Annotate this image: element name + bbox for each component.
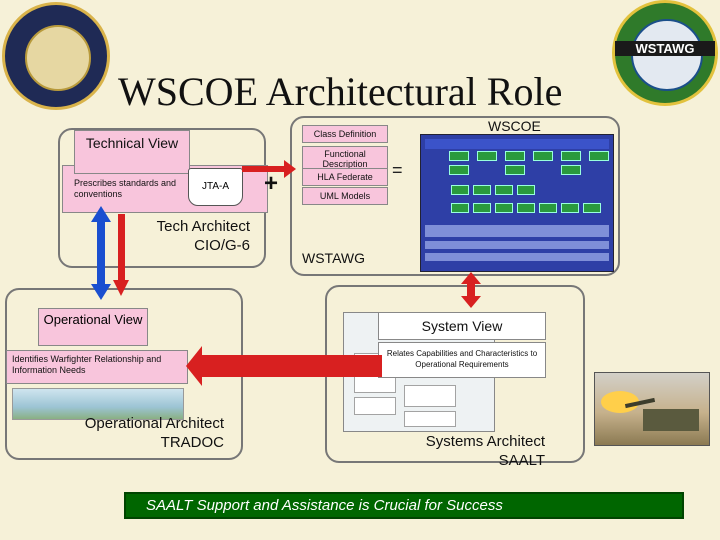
system-view-label: System View — [378, 312, 546, 340]
hla-federate-box: HLA Federate — [302, 168, 388, 186]
operational-view-label: Operational View — [38, 308, 148, 346]
tech-architect-label: Tech Architect CIO/G-6 — [130, 217, 250, 255]
technical-prescribes-text: Prescribes standards and conventions — [74, 178, 177, 199]
wstawg-seal-label: WSTAWG — [615, 41, 715, 56]
plus-sign: + — [264, 170, 279, 197]
systems-architect-org: SAALT — [498, 452, 545, 469]
artillery-photo — [594, 372, 710, 446]
wscoe-system-red-arrow — [461, 272, 481, 308]
tech-ops-red-arrow — [113, 214, 129, 296]
tech-wscoe-red-arrow — [242, 160, 296, 178]
operational-architect-role: Operational Architect — [84, 415, 224, 432]
page-title: WSCOE Architectural Role — [118, 69, 563, 114]
army-seal-icon — [2, 2, 110, 110]
operational-view-box — [6, 350, 188, 384]
operational-architect-label: Operational Architect TRADOC — [52, 414, 224, 452]
architecture-chart-image — [420, 134, 614, 272]
operational-scene-image — [12, 388, 184, 420]
tech-ops-blue-arrow — [91, 206, 111, 300]
equals-sign: = — [392, 160, 403, 180]
class-definition-box: Class Definition — [302, 125, 388, 143]
systems-architect-role: Systems Architect — [425, 433, 545, 450]
operational-architect-org: TRADOC — [160, 434, 224, 451]
uml-models-box: UML Models — [302, 187, 388, 205]
system-ops-red-arrow — [186, 346, 382, 386]
wscoe-label: WSCOE — [488, 118, 541, 134]
system-relates-text: Relates Capabilities and Characteristics… — [378, 342, 546, 378]
wstawg-label: WSTAWG — [302, 250, 365, 266]
tech-architect-role: Tech Architect — [156, 218, 250, 235]
tech-architect-org: CIO/G-6 — [194, 237, 250, 254]
operational-identifies-text: Identifies Warfighter Relationship and I… — [12, 354, 162, 375]
technical-view-label: Technical View — [74, 130, 190, 174]
footer-banner: SAALT Support and Assistance is Crucial … — [124, 492, 684, 519]
systems-architect-label: Systems Architect SAALT — [380, 432, 545, 470]
jta-book-icon: JTA-A — [188, 168, 243, 206]
wstawg-seal-icon: WSTAWG — [612, 0, 718, 106]
